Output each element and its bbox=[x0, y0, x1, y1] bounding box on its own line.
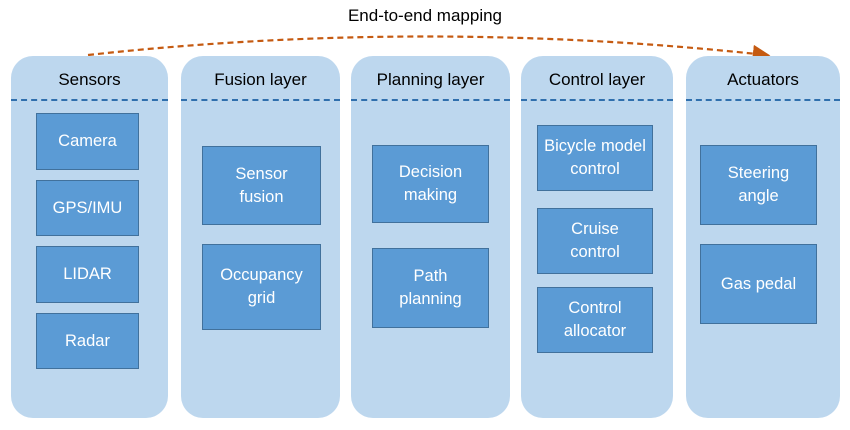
node-steering-angle: Steering angle bbox=[700, 145, 817, 225]
node-camera: Camera bbox=[36, 113, 139, 170]
node-radar: Radar bbox=[36, 313, 139, 369]
node-gas-pedal: Gas pedal bbox=[700, 244, 817, 324]
column-divider bbox=[686, 99, 840, 101]
column-header: Fusion layer bbox=[214, 70, 307, 89]
column-divider bbox=[11, 99, 168, 101]
column-planning-layer: Planning layer Decision making Path plan… bbox=[351, 56, 510, 418]
node-lidar: LIDAR bbox=[36, 246, 139, 303]
column-actuators: Actuators Steering angle Gas pedal bbox=[686, 56, 840, 418]
top-label: End-to-end mapping bbox=[347, 6, 503, 25]
column-control-layer: Control layer Bicycle model control Crui… bbox=[521, 56, 673, 418]
node-control-allocator: Control allocator bbox=[537, 287, 653, 353]
arrow-curve bbox=[87, 35, 771, 63]
node-sensor-fusion: Sensor fusion bbox=[202, 146, 321, 225]
column-header: Control layer bbox=[548, 70, 646, 89]
column-divider bbox=[351, 99, 510, 101]
end-to-end-arrow bbox=[87, 35, 771, 63]
node-path-planning: Path planning bbox=[372, 248, 489, 328]
column-header: Sensors bbox=[58, 70, 121, 89]
column-divider bbox=[521, 99, 673, 101]
column-divider bbox=[181, 99, 340, 101]
column-sensors: Sensors Camera GPS/IMU LIDAR Radar bbox=[11, 56, 168, 418]
node-decision-making: Decision making bbox=[372, 145, 489, 223]
column-header: Planning layer bbox=[376, 70, 485, 89]
column-header: Actuators bbox=[727, 70, 799, 89]
node-occupancy-grid: Occupancy grid bbox=[202, 244, 321, 330]
node-gps-imu: GPS/IMU bbox=[36, 180, 139, 236]
node-cruise-control: Cruise control bbox=[537, 208, 653, 274]
node-bicycle-model-control: Bicycle model control bbox=[537, 125, 653, 191]
column-fusion-layer: Fusion layer Sensor fusion Occupancy gri… bbox=[181, 56, 340, 418]
